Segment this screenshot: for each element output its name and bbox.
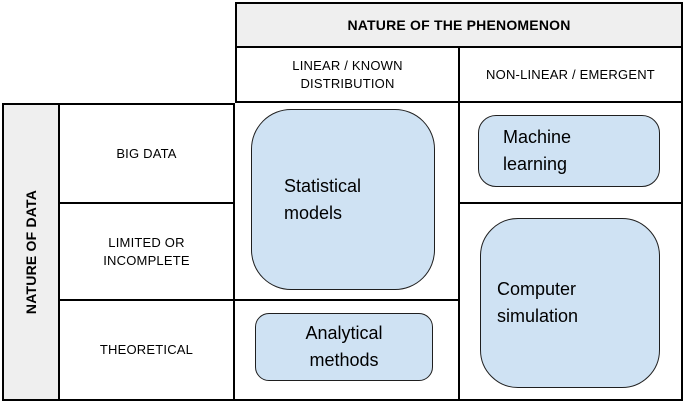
analytical-methods-label: Analytical methods — [305, 323, 383, 370]
row-axis-header: NATURE OF DATA — [2, 103, 60, 401]
computer-simulation-label: Computer simulation — [497, 279, 579, 326]
column-axis-header: NATURE OF THE PHENOMENON — [235, 2, 683, 48]
row-header-big-data: BIG DATA — [60, 103, 235, 204]
row-header-label: THEORETICAL — [99, 342, 194, 358]
row-header-label: BIG DATA — [116, 145, 177, 161]
row-header-limited-incomplete: LIMITED OR INCOMPLETE — [60, 204, 235, 301]
column-header-label: NON-LINEAR / EMERGENT — [486, 66, 655, 82]
row-axis-title: NATURE OF DATA — [23, 189, 39, 315]
row-header-theoretical: THEORETICAL — [60, 301, 235, 401]
column-header-label: LINEAR / KNOWN DISTRIBUTION — [292, 57, 403, 91]
computer-simulation-box: Computer simulation — [480, 218, 660, 388]
cell-linear-theoretical: Analytical methods — [235, 301, 460, 401]
column-header-nonlinear-emergent: NON-LINEAR / EMERGENT — [460, 48, 683, 103]
column-axis-title: NATURE OF THE PHENOMENON — [347, 17, 571, 33]
machine-learning-label: Machine learning — [503, 127, 572, 174]
cell-nonlinear-limited-theoretical: Computer simulation — [460, 204, 683, 401]
machine-learning-box: Machine learning — [478, 115, 660, 187]
statistical-models-box: Statistical models — [251, 109, 435, 290]
empty-corner — [2, 2, 235, 103]
analytical-methods-box: Analytical methods — [255, 313, 433, 381]
cell-linear-bigdata-limited: Statistical models — [235, 103, 460, 301]
statistical-models-label: Statistical models — [284, 175, 362, 223]
row-header-label: LIMITED OR INCOMPLETE — [103, 234, 190, 268]
column-header-linear-known: LINEAR / KNOWN DISTRIBUTION — [235, 48, 460, 103]
cell-nonlinear-bigdata: Machine learning — [460, 103, 683, 204]
